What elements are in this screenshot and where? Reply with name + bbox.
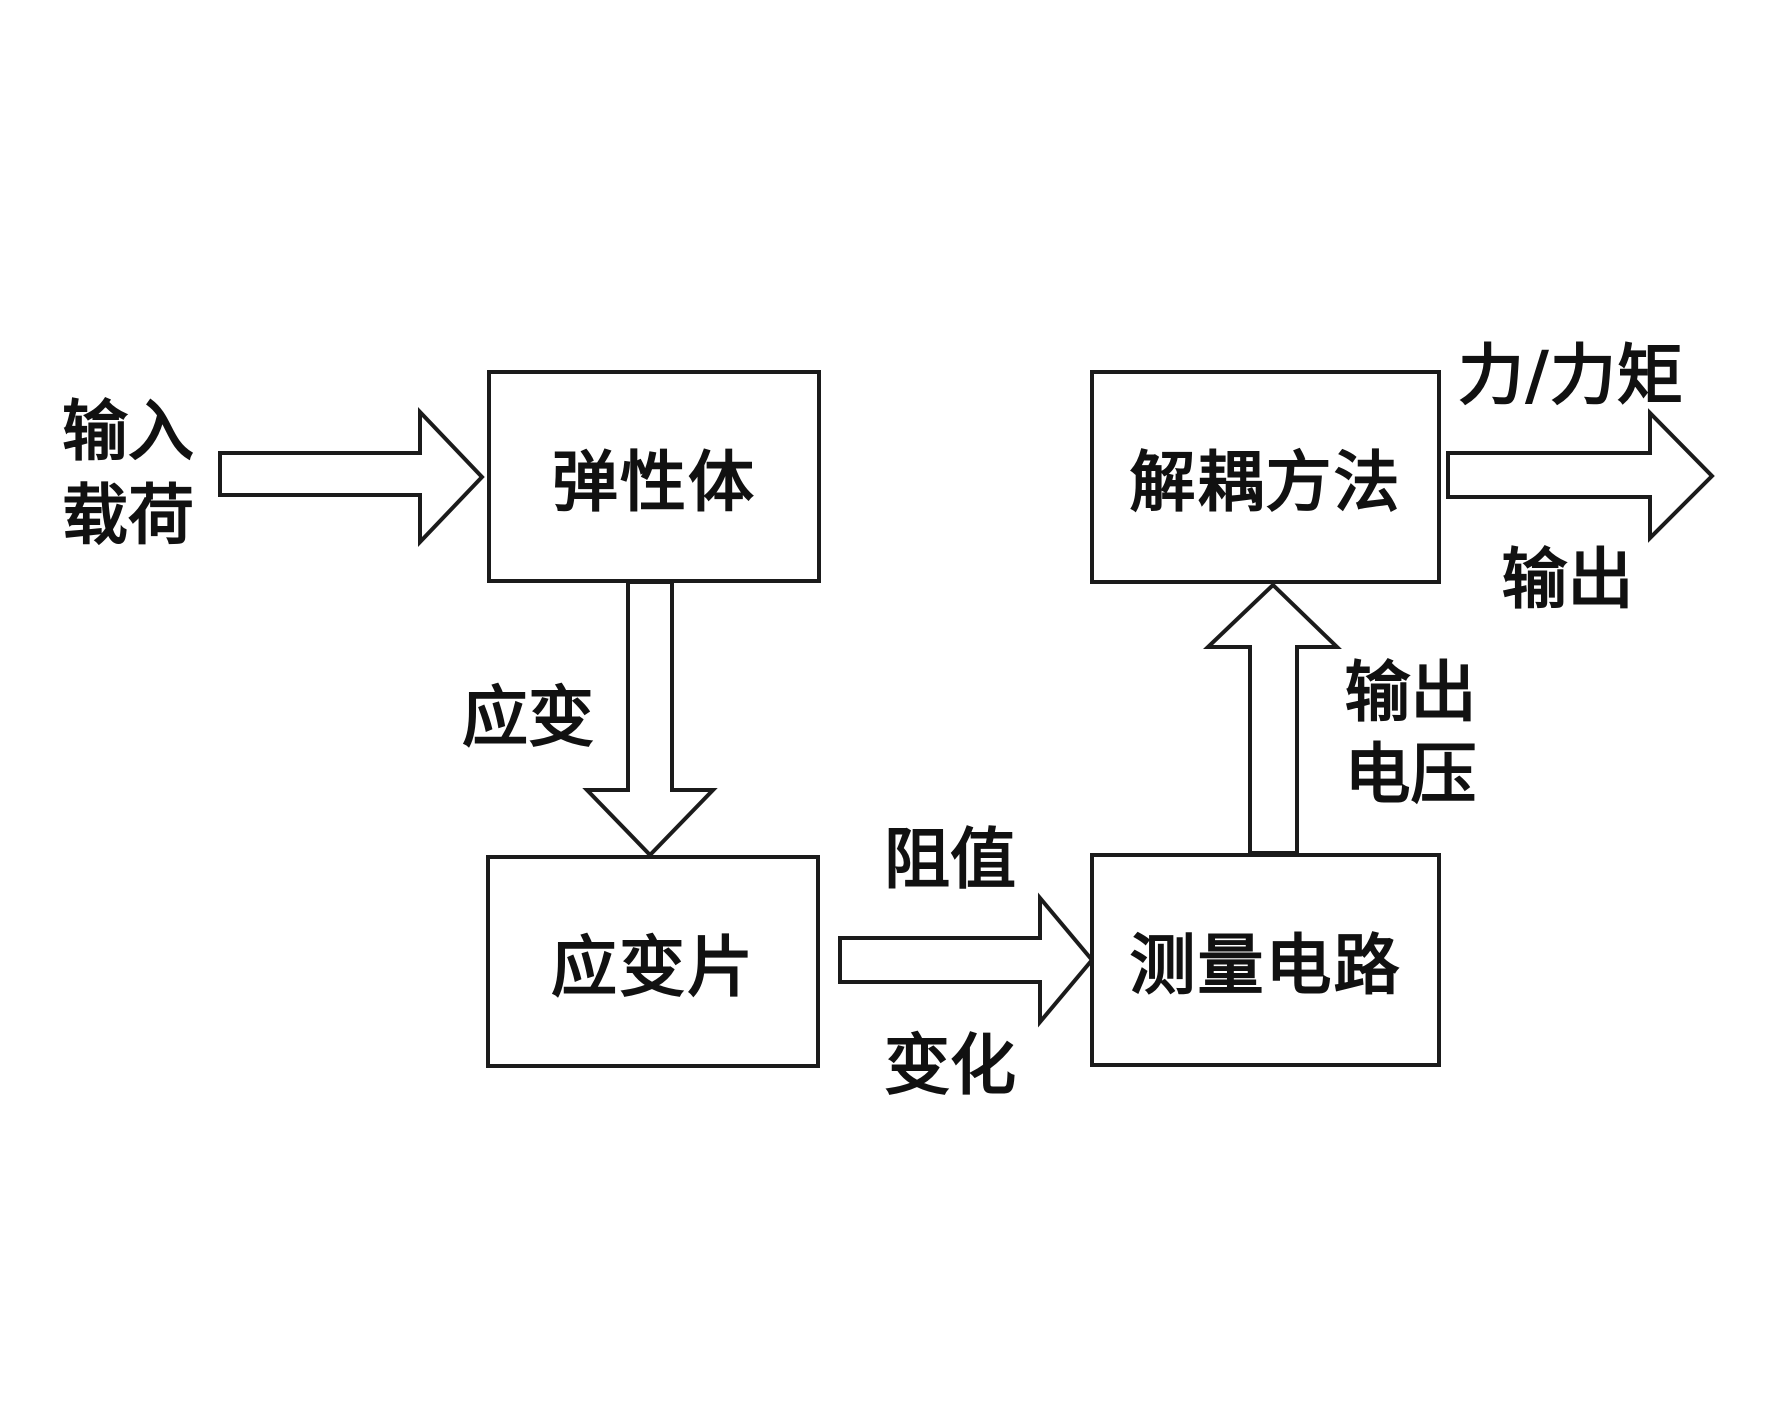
input-load-arrow bbox=[218, 407, 485, 547]
label-output-voltage-line2: 电压 bbox=[1344, 736, 1477, 813]
resistance-right-arrow bbox=[838, 892, 1095, 1028]
label-change: 变化 bbox=[884, 1027, 1016, 1104]
output-voltage-up-arrow bbox=[1203, 582, 1342, 855]
box-strain-gauge: 应变片 bbox=[486, 855, 820, 1068]
box-decoupling-method-label: 解耦方法 bbox=[1129, 444, 1402, 521]
box-decoupling-method: 解耦方法 bbox=[1090, 370, 1441, 584]
label-output: 输出 bbox=[1501, 541, 1634, 618]
box-measuring-circuit-label: 测量电路 bbox=[1129, 927, 1402, 1004]
label-input-load-line2: 载荷 bbox=[62, 477, 194, 554]
strain-down-arrow bbox=[582, 580, 718, 858]
box-strain-gauge-label: 应变片 bbox=[551, 928, 755, 1006]
label-resistance: 阻值 bbox=[884, 821, 1016, 898]
box-measuring-circuit: 测量电路 bbox=[1090, 853, 1441, 1067]
label-force-torque: 力/力矩 bbox=[1457, 337, 1685, 414]
label-strain: 应变 bbox=[462, 679, 594, 756]
force-output-arrow bbox=[1446, 408, 1715, 543]
label-output-voltage-line1: 输出 bbox=[1344, 654, 1477, 731]
label-input-load-line1: 输入 bbox=[62, 393, 194, 470]
box-elastic-body: 弹性体 bbox=[487, 370, 821, 583]
label-input-load: 输入 载荷 bbox=[48, 390, 208, 558]
label-output-voltage: 输出 电压 bbox=[1328, 652, 1493, 816]
box-elastic-body-label: 弹性体 bbox=[552, 443, 756, 521]
